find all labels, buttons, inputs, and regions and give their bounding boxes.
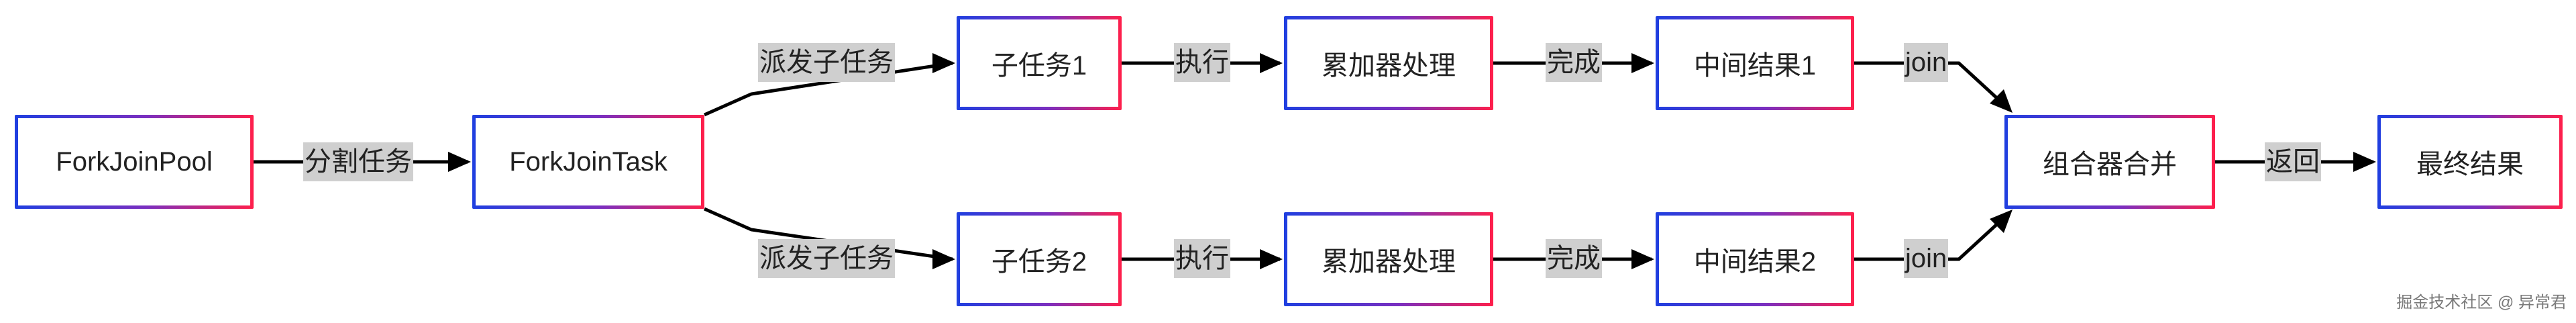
edge-label-join-1: join (1904, 43, 1949, 82)
node-accumulator-1: 累加器处理 (1284, 16, 1493, 110)
node-accumulator-2: 累加器处理 (1284, 212, 1493, 306)
node-intermediate-1: 中间结果1 (1656, 16, 1854, 110)
watermark: 掘金技术社区 @ 异常君 (2396, 293, 2567, 312)
node-forkjoinpool: ForkJoinPool (15, 115, 254, 209)
arrow-pool-to-task (448, 152, 471, 172)
edge-label-done-2: 完成 (1546, 239, 1602, 278)
arrow-sub2-to-acc2 (1260, 249, 1283, 269)
arrow-sub1-to-acc1 (1260, 53, 1283, 73)
edge-label-split: 分割任务 (303, 142, 413, 181)
edge-label-dispatch-2: 派发子任务 (758, 239, 895, 278)
edge-mid1-to-combine (1854, 61, 2008, 109)
arrow-task-to-sub2 (932, 249, 955, 269)
node-final-result: 最终结果 (2377, 115, 2563, 209)
node-subtask-1: 子任务1 (957, 16, 1122, 110)
node-intermediate-2: 中间结果2 (1656, 212, 1854, 306)
edge-label-dispatch-1: 派发子任务 (758, 43, 895, 82)
edge-label-join-2: join (1904, 239, 1949, 278)
edge-label-done-1: 完成 (1546, 43, 1602, 82)
edge-mid2-to-combine (1854, 214, 2008, 261)
arrow-acc2-to-mid2 (1631, 249, 1654, 269)
node-combiner-merge: 组合器合并 (2004, 115, 2215, 209)
node-subtask-2: 子任务2 (957, 212, 1122, 306)
arrow-mid2-to-combine (1990, 210, 2012, 233)
arrow-acc1-to-mid1 (1631, 53, 1654, 73)
node-forkjoinstask: ForkJoinTask (472, 115, 704, 209)
edge-label-return: 返回 (2265, 142, 2321, 181)
edge-label-execute-2: 执行 (1174, 239, 1230, 278)
arrow-combine-to-final (2353, 152, 2376, 172)
arrow-task-to-sub1 (932, 53, 955, 73)
edge-label-execute-1: 执行 (1174, 43, 1230, 82)
arrow-mid1-to-combine (1990, 89, 2012, 113)
